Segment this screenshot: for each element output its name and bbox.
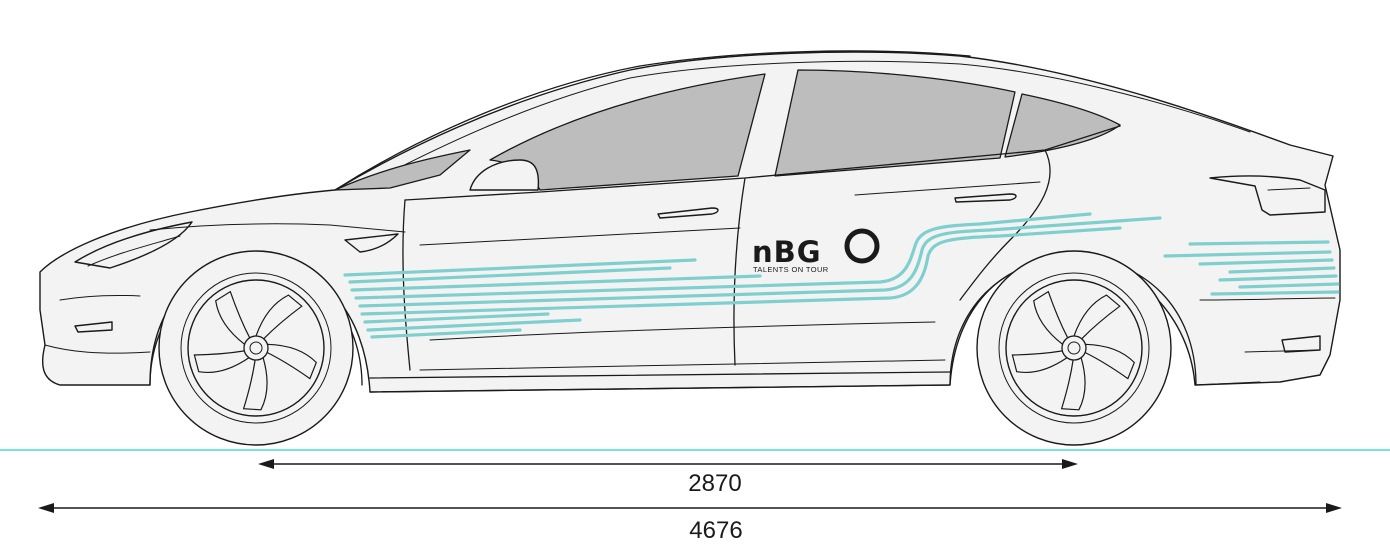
front-wheel-hub bbox=[243, 335, 269, 361]
rear-wheel-cap bbox=[1067, 341, 1081, 355]
wheelbase-dimension: 2870 bbox=[258, 459, 1078, 497]
wheelbase-arrow-right-icon bbox=[1062, 459, 1078, 469]
rear-details bbox=[1194, 175, 1336, 386]
front-wheel-spoke bbox=[255, 294, 303, 340]
wheelbase-arrow-left-icon bbox=[258, 459, 274, 469]
door-handles bbox=[657, 193, 1017, 219]
rear-wheel-hub bbox=[1061, 335, 1087, 361]
logo-ring-icon bbox=[844, 228, 880, 264]
livery-stripes bbox=[343, 212, 1340, 339]
roof-inner-line bbox=[359, 60, 1251, 189]
side-mirror bbox=[469, 159, 540, 191]
front-wheel bbox=[149, 250, 363, 446]
rear-wheel-spoke bbox=[1073, 294, 1121, 340]
windshield-edge bbox=[334, 149, 471, 191]
rear-wheel-spoke bbox=[1033, 290, 1069, 346]
quarter-window bbox=[1004, 93, 1121, 158]
rear-wheel-spoke bbox=[1060, 356, 1086, 411]
overall-length-dimension: 4676 bbox=[38, 503, 1342, 544]
logo-wordmark: nBG bbox=[752, 235, 822, 269]
front-wheel-spoke bbox=[193, 350, 250, 373]
nbg-logo: nBG TALENTS ON TOUR bbox=[752, 228, 880, 274]
rear-door-handle bbox=[954, 193, 1017, 203]
wheelbase-label: 2870 bbox=[688, 470, 741, 497]
rear-wheel-spoke bbox=[1011, 350, 1068, 373]
rear-wheel bbox=[949, 250, 1197, 446]
fender-repeater bbox=[344, 233, 399, 253]
length-arrow-right-icon bbox=[1326, 503, 1342, 513]
overall-length-label: 4676 bbox=[689, 517, 742, 544]
windows bbox=[334, 69, 1121, 191]
roof-line bbox=[334, 50, 971, 191]
rear-window bbox=[774, 69, 1016, 177]
front-wheel-cap bbox=[249, 341, 263, 355]
logo-tagline: TALENTS ON TOUR bbox=[753, 265, 829, 274]
taillight bbox=[1209, 175, 1326, 216]
front-details bbox=[44, 221, 406, 354]
front-door-handle bbox=[657, 207, 719, 219]
door-panels bbox=[369, 125, 1121, 393]
length-arrow-left-icon bbox=[38, 503, 54, 513]
headlight bbox=[74, 221, 193, 269]
front-wheel-spoke bbox=[215, 290, 251, 346]
rear-wheel-spoke bbox=[1084, 343, 1136, 380]
front-wheel-spoke bbox=[266, 343, 318, 380]
front-wheel-spoke bbox=[242, 356, 268, 411]
fog-light bbox=[74, 321, 113, 333]
